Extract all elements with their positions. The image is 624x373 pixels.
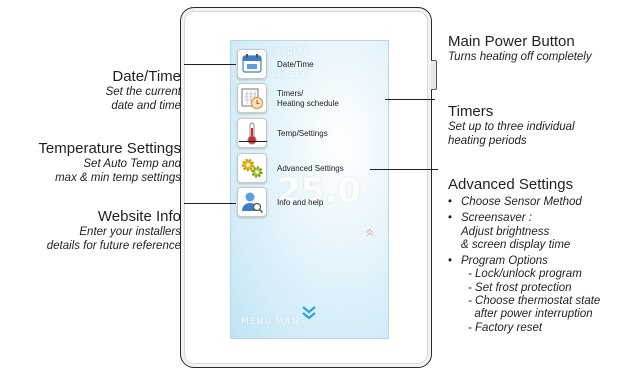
bullet-text-program: Program Options [461, 255, 548, 268]
callout-advanced: Advanced Settings •Choose Sensor Method … [448, 176, 600, 335]
callout-desc-temperature: Set Auto Temp and max & min temp setting… [55, 158, 181, 184]
ghost-temperature: 25.0 [277, 171, 361, 211]
advanced-bullet-list: •Choose Sensor Method •Screensaver : Adj… [448, 196, 600, 335]
chevron-down-icon[interactable] [301, 306, 317, 320]
bullet-text-sensor: Choose Sensor Method [461, 196, 582, 208]
sub-item: - Set frost protection [468, 281, 572, 294]
callout-title-advanced: Advanced Settings [448, 176, 574, 193]
bullet-text-screensaver: Screensaver : Adjust brightness & screen… [461, 212, 571, 251]
callout-title-temperature: Temperature Settings [38, 140, 181, 157]
menu-item-timers[interactable]: Timers/ Heating schedule [237, 83, 377, 115]
timer-schedule-icon [237, 83, 267, 113]
user-info-icon [237, 187, 267, 217]
thermometer-icon [237, 118, 267, 148]
menu-label-advanced-settings: Advanced Settings [277, 164, 344, 173]
calendar-icon [237, 49, 267, 79]
sub-item: - Lock/unlock program [468, 268, 582, 281]
menu-label-info-help: Info and help [277, 198, 324, 207]
power-button[interactable] [431, 60, 437, 90]
callout-desc-timers: Set up to three individual heating perio… [448, 121, 575, 147]
menu-item-advanced-settings[interactable]: Advanced Settings [237, 153, 377, 185]
callout-title-date-time: Date/Time [112, 68, 181, 85]
menu-item-info-help[interactable]: Info and help [237, 187, 377, 219]
sub-item: - Factory reset [468, 321, 543, 334]
callout-timers: Timers Set up to three individual heatin… [448, 103, 575, 148]
ghost-time: 10:36 [281, 47, 310, 56]
ghost-menu-bar: MENU MAN [241, 317, 300, 327]
sub-item: - Choose thermostat state after power in… [468, 295, 601, 321]
connector-website [184, 203, 236, 204]
menu-label-temp-settings: Temp/Settings [277, 129, 328, 138]
menu-item-date-time[interactable]: Date/Time [237, 49, 377, 81]
callout-date-time: Date/Time Set the current date and time [106, 68, 181, 113]
menu-label-date-time: Date/Time [277, 60, 314, 69]
bullet-item: •Program Options - Lock/unlock program -… [448, 255, 601, 334]
callout-title-power: Main Power Button [448, 33, 575, 50]
connector-date-time [184, 64, 236, 65]
menu-item-temp-settings[interactable]: Temp/Settings [237, 118, 377, 150]
ghost-clock: Auto 14:50 [271, 71, 310, 79]
bullet-item: •Choose Sensor Method [448, 196, 582, 208]
callout-title-timers: Timers [448, 103, 494, 120]
callout-desc-website: Enter your installers details for future… [46, 226, 181, 252]
callout-website: Website Info Enter your installers detai… [47, 208, 181, 253]
callout-desc-power: Turns heating off completely [448, 51, 592, 63]
connector-timers [385, 99, 435, 100]
callout-desc-date-time: Set the current date and time [105, 86, 181, 112]
ghost-up-arrow-icon: » [359, 227, 379, 238]
callout-title-website: Website Info [97, 208, 181, 225]
gears-icon [237, 153, 267, 183]
menu-label-timers: Timers/ Heating schedule [277, 89, 339, 108]
callout-power: Main Power Button Turns heating off comp… [448, 33, 592, 64]
callout-temperature: Temperature Settings Set Auto Temp and m… [38, 140, 181, 185]
connector-advanced [370, 169, 438, 170]
connector-temperature [239, 141, 267, 142]
bullet-item: •Screensaver : Adjust brightness & scree… [448, 212, 571, 251]
